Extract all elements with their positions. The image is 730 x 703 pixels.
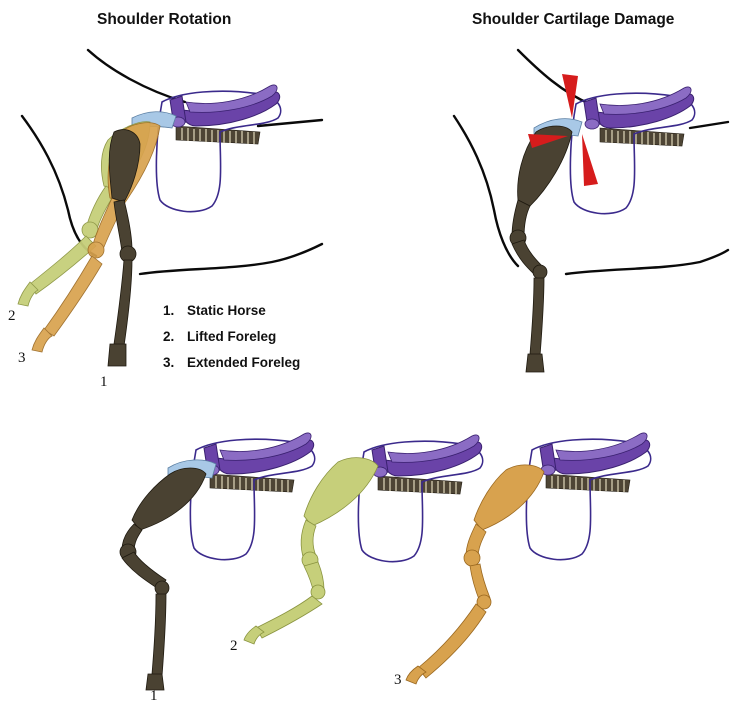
sequence-saddle-static: [190, 433, 314, 560]
rotation-label-extended: 3: [18, 350, 26, 366]
sequence-spine-static: [210, 474, 294, 492]
damage-back-outline: [690, 122, 728, 128]
rotation-title: Shoulder Rotation: [97, 11, 231, 28]
rotation-withers-outline: [88, 50, 185, 102]
sequence-spine-extended: [546, 474, 630, 492]
legend-num-1: 1.: [163, 303, 174, 318]
legend-label-extended: Extended Foreleg: [187, 355, 300, 370]
sequence-label-lifted: 2: [230, 638, 238, 654]
rotation-spine: [176, 126, 260, 144]
rotation-label-lifted: 2: [8, 308, 16, 324]
impact-marker-bottom: [582, 134, 598, 186]
legend-label-static: Static Horse: [187, 303, 266, 318]
sequence-leg-static: [120, 468, 206, 690]
rotation-panel: 1. Static Horse 2. Lifted Foreleg 3. Ext…: [8, 50, 322, 390]
legend-num-3: 3.: [163, 355, 174, 370]
sequence-label-static: 1: [150, 688, 158, 703]
damage-title: Shoulder Cartilage Damage: [472, 11, 675, 28]
sequence-label-extended: 3: [394, 672, 402, 688]
sequence-panel: 1 2 3: [120, 433, 651, 703]
rotation-belly-outline: [140, 244, 322, 274]
sequence-spine-lifted: [378, 476, 462, 494]
damage-chest-outline: [454, 116, 518, 266]
sequence-leg-extended: [406, 465, 544, 684]
rotation-saddle: [156, 85, 280, 212]
sequence-saddle-lifted: [358, 435, 482, 562]
sequence-saddle-extended: [526, 433, 650, 560]
rotation-leg-static: [108, 130, 140, 366]
rotation-label-static: 1: [100, 374, 108, 390]
damage-withers-outline: [518, 50, 590, 104]
damage-belly-outline: [566, 250, 728, 274]
rotation-legend: 1. Static Horse 2. Lifted Foreleg 3. Ext…: [163, 303, 300, 370]
legend-num-2: 2.: [163, 329, 174, 344]
damage-panel: [454, 50, 728, 372]
legend-label-lifted: Lifted Foreleg: [187, 329, 276, 344]
rotation-leg-extended: [32, 123, 160, 352]
damage-saddle: [570, 87, 694, 214]
damage-leg-static: [510, 126, 572, 372]
rotation-back-outline: [258, 120, 322, 126]
